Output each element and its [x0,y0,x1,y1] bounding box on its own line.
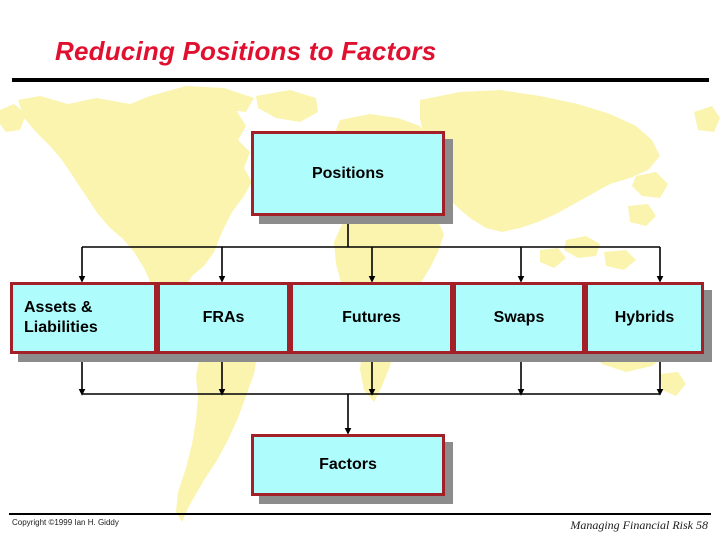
node-futures-label: Futures [342,309,401,326]
node-hybrids-label: Hybrids [614,309,675,326]
node-assets-liabilities-label-line2: Liabilities [24,319,98,336]
title-divider [12,78,709,82]
copyright-notice: Copyright ©1999 Ian H. Giddy [12,518,119,527]
node-assets-liabilities[interactable]: Assets & Liabilities [10,282,157,354]
node-factors[interactable]: Factors [251,434,445,496]
node-assets-liabilities-label: Assets & Liabilities [24,298,98,338]
node-positions-label: Positions [311,164,384,182]
node-swaps-label: Swaps [493,309,545,326]
node-swaps[interactable]: Swaps [453,282,585,354]
node-positions[interactable]: Positions [251,131,445,216]
page-title: Reducing Positions to Factors [55,36,437,66]
node-assets-liabilities-label-line1: Assets & [24,299,93,316]
node-futures[interactable]: Futures [290,282,453,354]
node-fras-label: FRAs [202,309,245,326]
deck-footer: Managing Financial Risk 58 [570,518,708,532]
node-factors-label: Factors [319,456,377,473]
footer-divider [9,513,711,515]
node-hybrids[interactable]: Hybrids [585,282,704,354]
node-fras[interactable]: FRAs [157,282,290,354]
